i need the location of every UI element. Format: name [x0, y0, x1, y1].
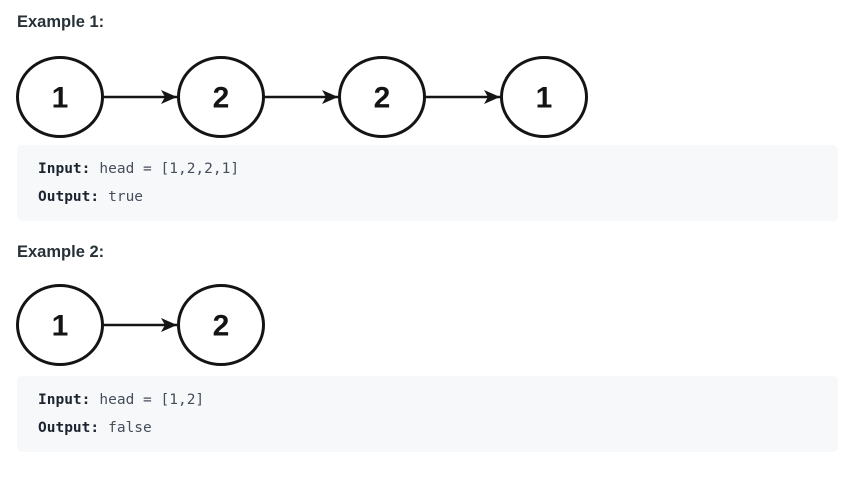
example-2-io-block: Input: head = [1,2] Output: false: [17, 376, 838, 452]
list-node-circle: [177, 56, 265, 138]
input-line: Input: head = [1,2]: [38, 386, 817, 414]
list-node-circle: [338, 56, 426, 138]
example-2-heading: Example 2:: [17, 243, 105, 261]
input-label: Input:: [38, 161, 91, 177]
list-node-value: 2: [213, 310, 230, 343]
linked-list-diagram-example-2: 1 2: [16, 284, 265, 366]
example-1-heading: Example 1:: [17, 13, 105, 31]
output-value: true: [108, 189, 144, 205]
list-node-value: 1: [536, 82, 553, 115]
example-1-io-block: Input: head = [1,2,2,1] Output: true: [17, 145, 838, 221]
input-label: Input:: [38, 392, 91, 408]
list-node-value: 2: [374, 82, 391, 115]
output-line: Output: true: [38, 183, 817, 211]
output-line: Output: false: [38, 414, 817, 442]
input-value: head = [1,2,2,1]: [99, 161, 240, 177]
input-line: Input: head = [1,2,2,1]: [38, 155, 817, 183]
input-value: head = [1,2]: [99, 392, 205, 408]
list-node-value: 1: [52, 82, 69, 115]
linked-list-diagram-example-1: 1 2 2 1: [16, 56, 588, 138]
output-value: false: [108, 420, 152, 436]
list-node-circle: [500, 56, 588, 138]
list-node-value: 2: [213, 82, 230, 115]
list-node-circle: [16, 284, 104, 366]
output-label: Output:: [38, 420, 100, 436]
list-node-circle: [16, 56, 104, 138]
list-node-circle: [177, 284, 265, 366]
list-node-value: 1: [52, 310, 69, 343]
output-label: Output:: [38, 189, 100, 205]
